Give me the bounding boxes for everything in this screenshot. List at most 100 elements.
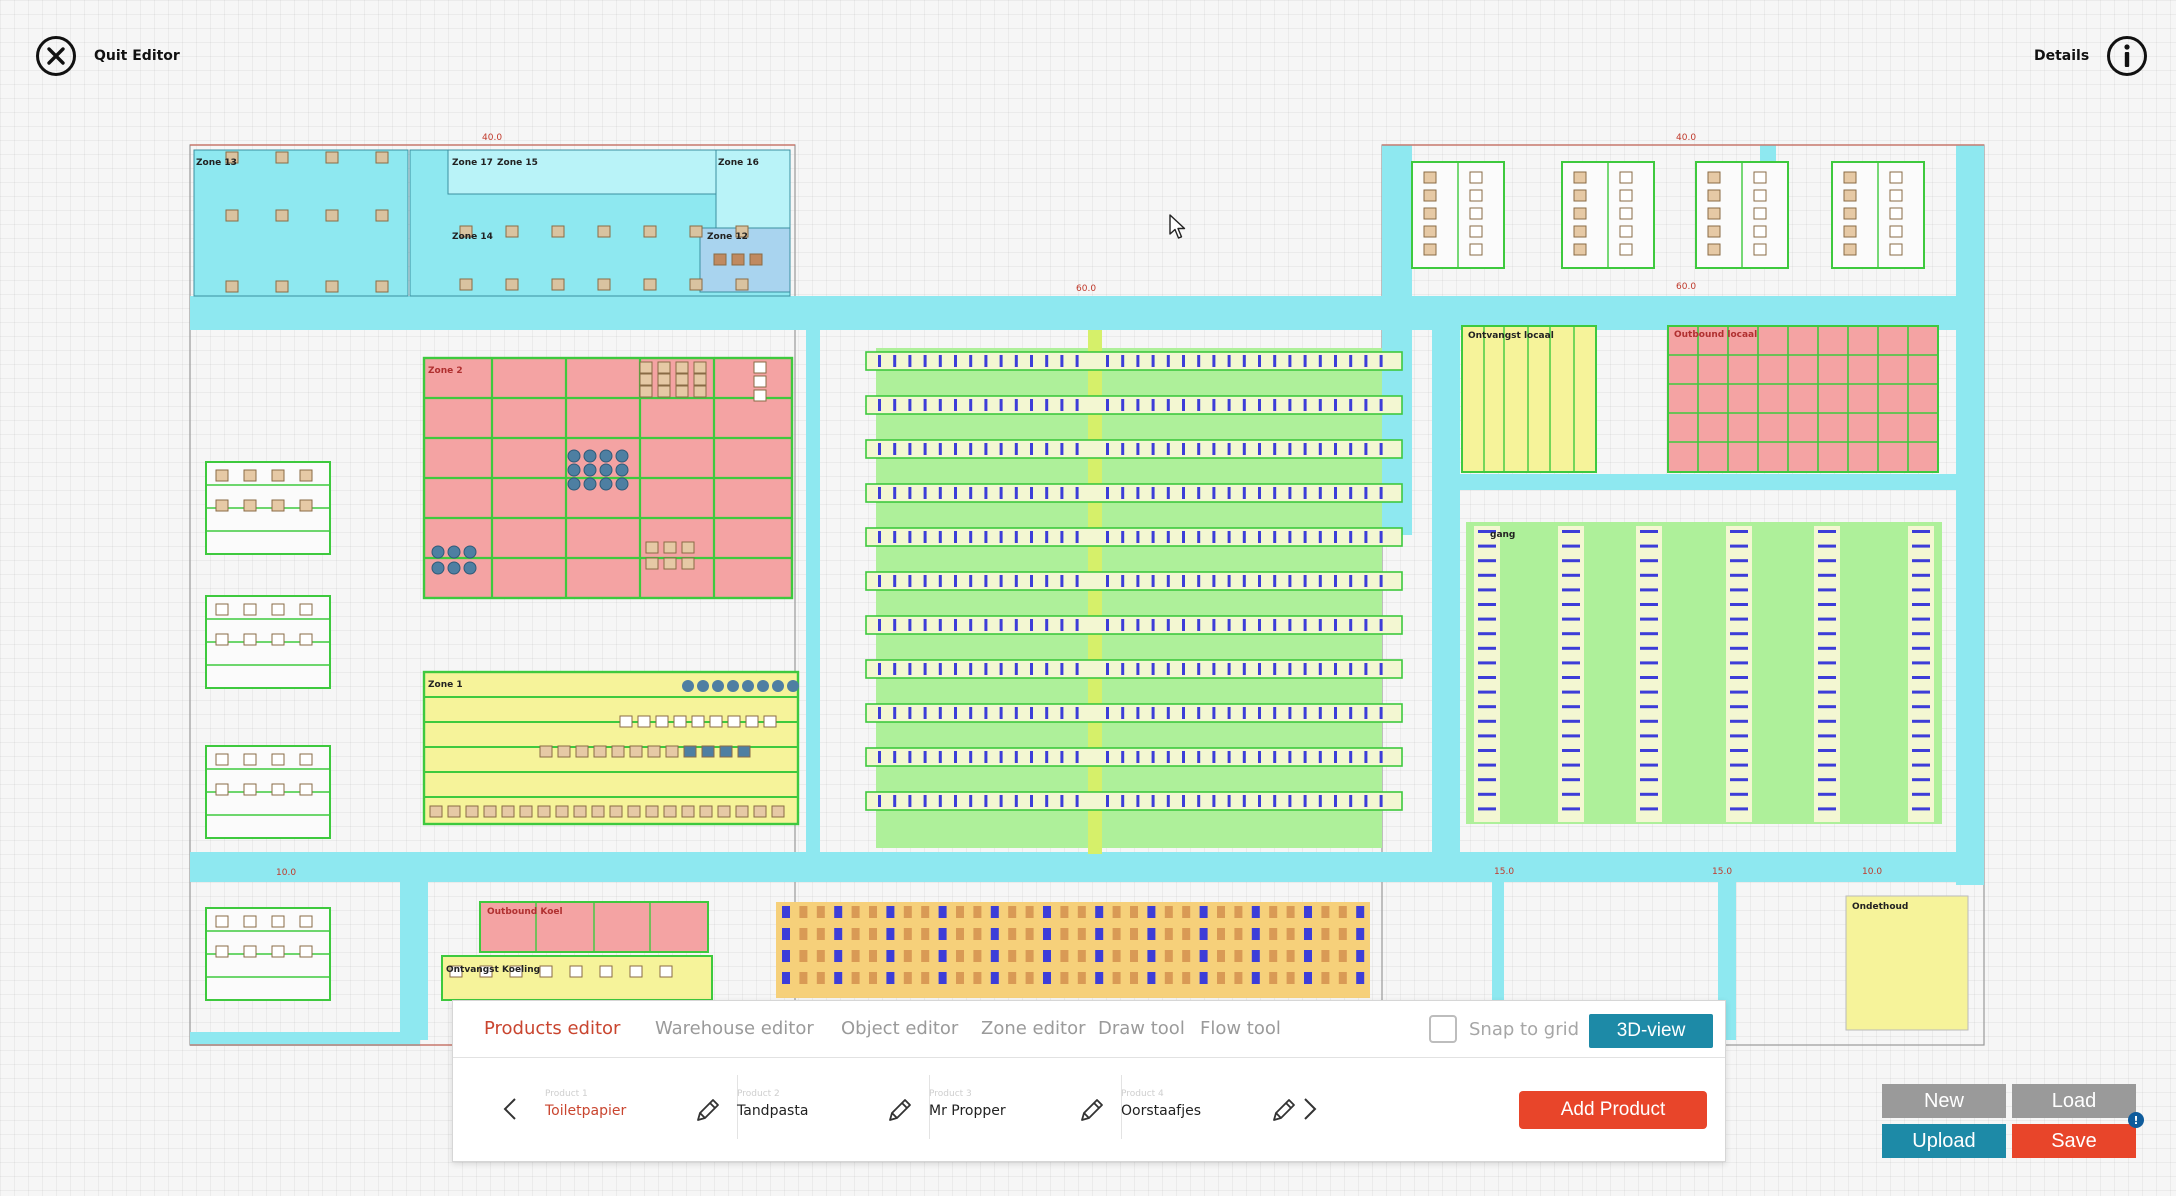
rack-upright <box>1075 399 1079 411</box>
rack-bay <box>1077 950 1086 962</box>
rack-bay <box>903 906 912 918</box>
tab-zone-editor[interactable]: Zone editor <box>981 1018 1086 1039</box>
rack-upright <box>984 663 988 675</box>
rack-upright <box>1273 751 1277 763</box>
rack-upright <box>984 575 988 587</box>
rack-beam <box>1562 573 1580 577</box>
edit-product-button[interactable] <box>1077 1095 1107 1125</box>
rack-upright <box>1227 795 1231 807</box>
rack-upright <box>1182 487 1185 499</box>
previous-product-button[interactable] <box>495 1087 525 1131</box>
rack-beam <box>1818 530 1836 533</box>
pallet <box>1469 225 1483 238</box>
rack-beam <box>1640 661 1658 665</box>
edit-product-button[interactable] <box>1269 1095 1299 1125</box>
pallet <box>1753 243 1767 256</box>
3d-view-button[interactable]: 3D-view <box>1589 1014 1713 1048</box>
rack-upright <box>1151 355 1155 367</box>
rack-upright <box>1121 487 1125 499</box>
save-button[interactable]: Save <box>2012 1124 2136 1158</box>
rack-bay <box>1112 950 1121 962</box>
rack-column <box>1474 526 1500 822</box>
rack-upright <box>1258 399 1261 411</box>
tab-warehouse-editor[interactable]: Warehouse editor <box>655 1018 814 1039</box>
rack-bay <box>1095 972 1104 984</box>
rack-upright <box>954 443 957 455</box>
rack-upright <box>1060 355 1064 367</box>
rack-upright <box>1030 795 1033 807</box>
rack-upright <box>1242 355 1246 367</box>
rack-upright <box>999 663 1003 675</box>
pallet <box>573 805 587 818</box>
product-card[interactable]: Product 1 Toiletpapier <box>545 1075 738 1139</box>
rack-bay <box>1147 972 1156 984</box>
rack-upright <box>999 443 1003 455</box>
tab-draw-tool[interactable]: Draw tool <box>1098 1018 1185 1039</box>
rack-bay <box>782 928 790 940</box>
rack-bay <box>1164 972 1173 984</box>
barrel <box>787 680 799 692</box>
new-button[interactable]: New <box>1882 1084 2006 1118</box>
rack-beam <box>1478 807 1496 811</box>
edit-product-button[interactable] <box>693 1095 723 1125</box>
rack-upright <box>1151 531 1155 543</box>
rack-upright <box>1318 531 1322 543</box>
rack-bay <box>1269 950 1278 962</box>
rack-beam <box>1818 632 1836 636</box>
pallet <box>735 225 749 238</box>
product-number: Product 1 <box>545 1089 588 1099</box>
rack-bay <box>1060 950 1069 962</box>
tab-flow-tool[interactable]: Flow tool <box>1200 1018 1281 1039</box>
rack-upright <box>1182 443 1185 455</box>
rack-upright <box>984 619 988 631</box>
barrel <box>567 449 581 463</box>
pallet <box>735 278 749 291</box>
rack-bay <box>869 928 877 940</box>
rack-beam <box>1818 559 1836 563</box>
rack-beam <box>1730 676 1748 679</box>
pallet <box>675 373 689 386</box>
rack-beam <box>1562 632 1580 636</box>
rack-upright <box>938 399 942 411</box>
rack-upright <box>1273 795 1277 807</box>
add-product-button[interactable]: Add Product <box>1519 1091 1707 1129</box>
rack-bay <box>1251 928 1260 940</box>
rack-bay <box>851 928 860 940</box>
rack-upright <box>1318 487 1322 499</box>
pallet <box>271 915 285 928</box>
rack-upright <box>1242 575 1246 587</box>
rack-bay <box>782 906 790 918</box>
product-card[interactable]: Product 2 Tandpasta <box>737 1075 930 1139</box>
rack-bay <box>1356 972 1365 984</box>
rack-upright <box>999 399 1003 411</box>
rack-upright <box>908 619 912 631</box>
quit-editor-button[interactable]: Quit Editor <box>36 36 180 76</box>
snap-to-grid-checkbox[interactable] <box>1429 1015 1457 1043</box>
product-card[interactable]: Product 4 Oorstaafjes <box>1121 1075 1313 1139</box>
tab-object-editor[interactable]: Object editor <box>841 1018 959 1039</box>
rack-bay <box>1217 972 1225 984</box>
tab-products-editor[interactable]: Products editor <box>484 1018 621 1039</box>
rack-upright <box>1364 663 1368 675</box>
load-button[interactable]: Load <box>2012 1084 2136 1118</box>
pallet <box>745 715 759 728</box>
details-button[interactable]: Details <box>2034 36 2148 76</box>
rack-upright <box>923 663 927 675</box>
next-product-button[interactable] <box>1295 1087 1325 1131</box>
rack-upright <box>1121 443 1125 455</box>
rack-upright <box>938 443 942 455</box>
product-card[interactable]: Product 3 Mr Propper <box>929 1075 1122 1139</box>
rack-upright <box>1273 575 1277 587</box>
zone-16 <box>715 149 791 229</box>
rack-beam <box>1818 807 1836 811</box>
rack-bay <box>1321 972 1330 984</box>
rack-beam <box>1912 603 1930 606</box>
upload-button[interactable]: Upload <box>1882 1124 2006 1158</box>
aisle <box>190 296 1984 330</box>
rack-upright <box>1121 575 1125 587</box>
snap-to-grid-toggle[interactable]: Snap to grid <box>1429 1015 1579 1043</box>
rack-beam <box>1730 530 1748 533</box>
edit-product-button[interactable] <box>885 1095 915 1125</box>
rack-upright <box>969 751 973 763</box>
